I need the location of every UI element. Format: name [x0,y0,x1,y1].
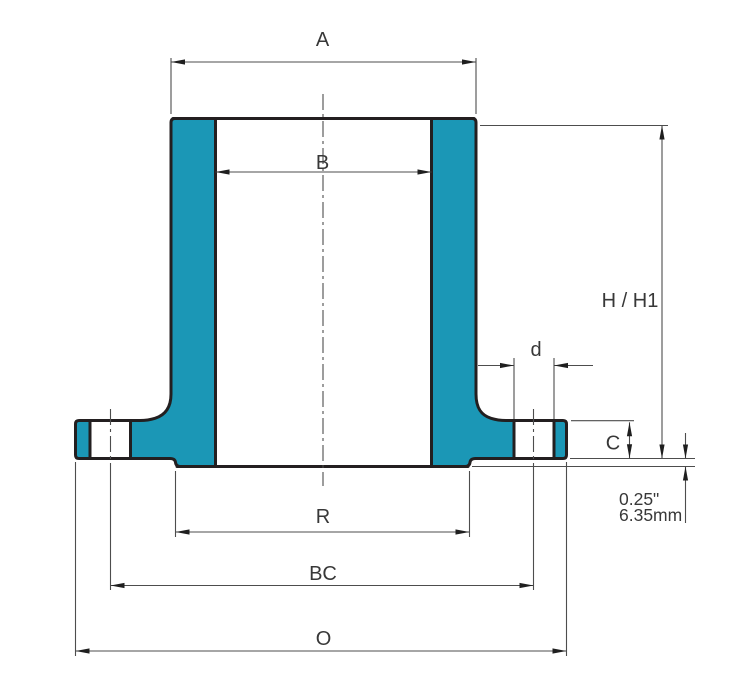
raised-face-inch-label: 0.25" [619,489,659,509]
dimension-bc: BC [110,563,534,589]
dim-c-label: C [606,433,620,455]
dimension-d: d [478,339,593,419]
dimension-b: B [215,152,432,175]
flange-body [74,117,568,468]
raised-face-mm-label: 6.35mm [619,505,682,525]
dim-r-label: R [316,506,330,528]
dim-d-label: d [530,339,541,361]
arrowhead [462,59,476,65]
arrowhead [554,362,568,369]
dim-a-label: A [316,29,330,51]
dim-b-label: B [316,152,329,174]
dim-o-label: O [316,628,332,650]
arrowhead [552,648,567,654]
dimension-a: A [170,29,477,114]
dim-bc-label: BC [309,563,337,585]
arrowhead [171,59,185,65]
arrowhead [519,582,534,589]
arrowhead [215,169,230,175]
arrowhead [682,466,689,481]
arrowhead [626,422,633,437]
arrowhead [626,444,633,459]
dimension-raised-face: 0.25" 6.35mm [472,433,695,525]
arrowhead [682,444,689,459]
arrowhead [659,444,665,459]
arrowhead [659,125,665,140]
dimension-c: C [571,420,634,459]
arrowhead [175,529,190,535]
arrowhead [417,169,432,175]
centerlines [109,94,535,590]
dimension-r: R [174,471,471,537]
arrowhead [455,529,470,535]
arrowhead [75,648,90,654]
dim-h-label: H / H1 [602,290,659,312]
arrowhead [110,582,125,589]
dimension-o: O [74,462,568,656]
arrowhead [500,362,514,369]
dimension-h: H / H1 [480,124,695,460]
